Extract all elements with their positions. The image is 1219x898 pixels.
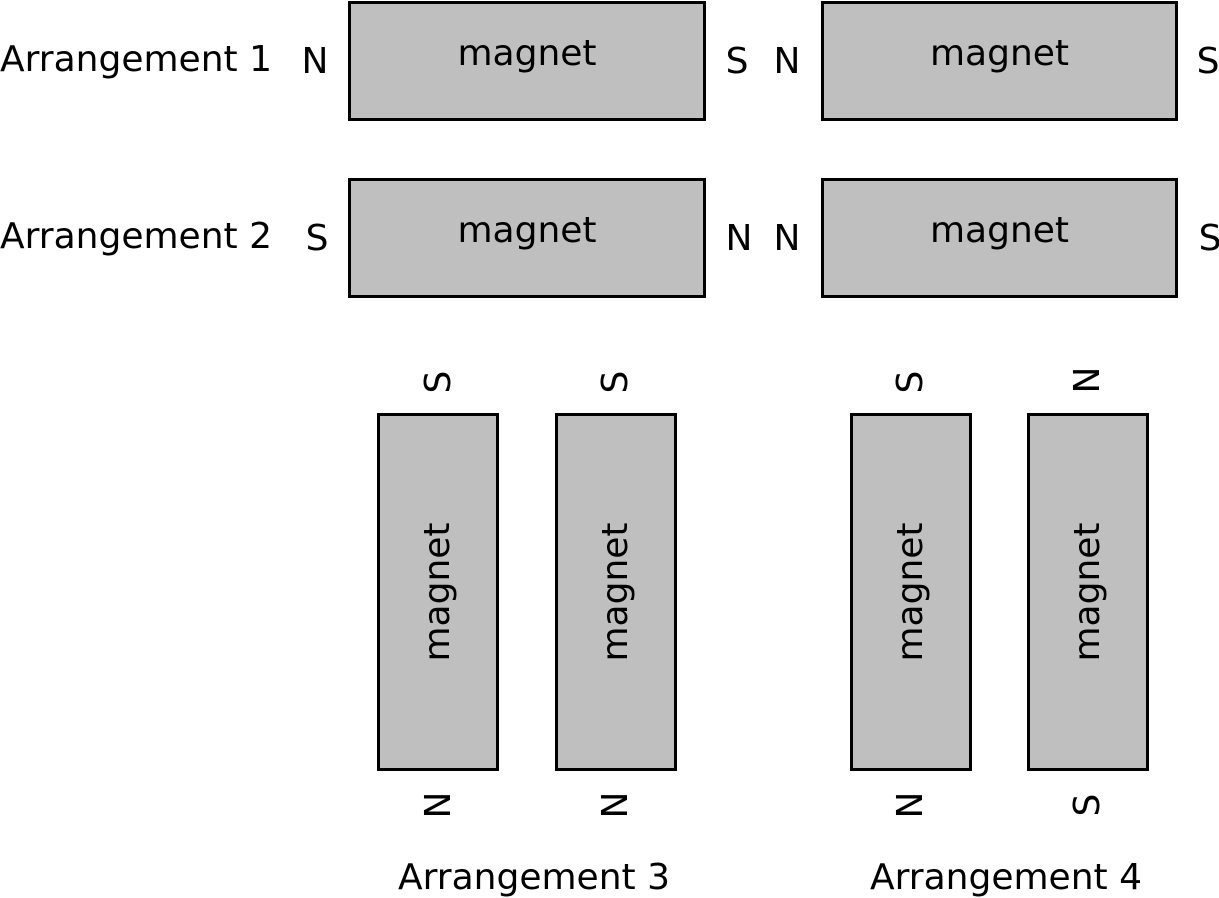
a1-magnet-1-left-pole: N [301, 41, 329, 82]
a2-magnet-2: magnet [821, 178, 1178, 298]
magnet-label: magnet [929, 210, 1070, 251]
magnet-label: magnet [417, 522, 458, 662]
a3-magnet-2-top-pole: S [595, 370, 636, 394]
a4-magnet-1-top-pole: S [890, 370, 931, 394]
arrangement-3-label: Arrangement 3 [398, 857, 670, 898]
a2-magnet-1-right-pole: N [725, 218, 753, 259]
a1-magnet-1: magnet [348, 1, 706, 121]
a3-magnet-2: magnet [555, 413, 677, 771]
a1-magnet-2: magnet [821, 1, 1178, 121]
magnet-label: magnet [457, 33, 597, 74]
a1-magnet-1-right-pole: S [725, 41, 749, 82]
magnet-label: magnet [457, 210, 597, 251]
a1-magnet-2-right-pole: S [1196, 41, 1219, 82]
a3-magnet-2-bottom-pole: N [595, 791, 636, 819]
magnet-label: magnet [890, 522, 931, 662]
a2-magnet-2-right-pole: S [1198, 218, 1219, 259]
a3-magnet-1-bottom-pole: N [418, 791, 459, 819]
a3-magnet-1: magnet [377, 413, 499, 771]
a4-magnet-2-bottom-pole: S [1067, 793, 1108, 817]
a2-magnet-2-left-pole: N [773, 218, 801, 259]
magnet-label: magnet [595, 522, 636, 662]
a4-magnet-2: magnet [1027, 413, 1149, 771]
a4-magnet-2-top-pole: N [1067, 366, 1108, 394]
a4-magnet-1: magnet [850, 413, 972, 771]
magnet-label: magnet [1067, 522, 1108, 662]
a1-magnet-2-left-pole: N [773, 41, 801, 82]
a2-magnet-1: magnet [348, 178, 706, 298]
a2-magnet-1-left-pole: S [305, 218, 329, 259]
arrangement-4-label: Arrangement 4 [870, 857, 1142, 898]
a3-magnet-1-top-pole: S [418, 370, 459, 394]
arrangement-2-label: Arrangement 2 [0, 216, 272, 257]
a4-magnet-1-bottom-pole: N [890, 791, 931, 819]
magnet-label: magnet [929, 33, 1070, 74]
arrangement-1-label: Arrangement 1 [0, 39, 272, 80]
